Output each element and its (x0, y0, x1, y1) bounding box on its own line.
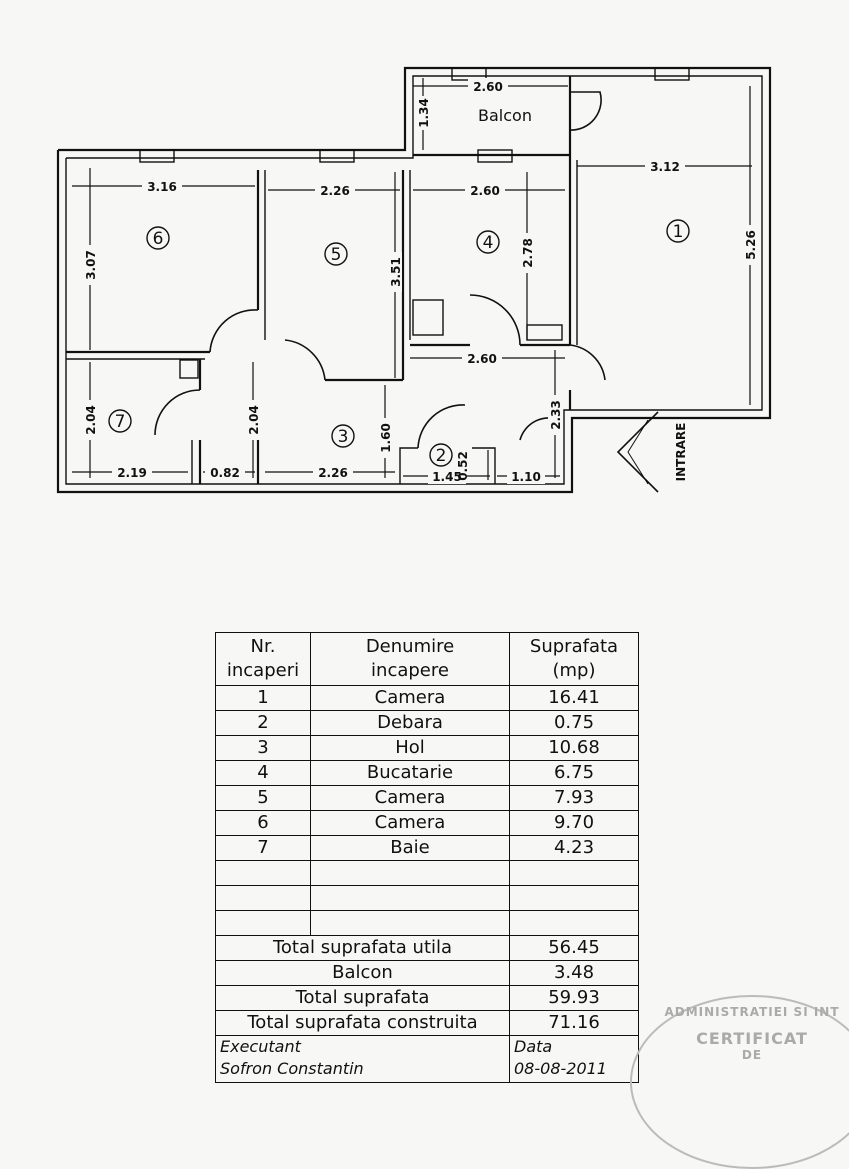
room-name-cell: Baie (310, 835, 510, 861)
dim-room7-height: 2.04 (84, 405, 98, 435)
dim-room6-width: 3.16 (147, 180, 177, 194)
outer-walls (56, 66, 772, 494)
executant-label: Executant (220, 1037, 301, 1056)
total-value: 71.16 (509, 1010, 639, 1036)
room-nr-cell: 2 (215, 710, 311, 736)
room-number-2: 2 (436, 446, 447, 466)
dim-hall-width-small: 0.82 (210, 466, 240, 480)
floor-plan: 2.60 1.34 3.12 5.26 3.16 3.07 2.26 3.51 … (56, 66, 772, 494)
table-row-empty (215, 860, 639, 886)
dim-hall-entry-width: 1.10 (511, 470, 541, 484)
dim-room5-length: 3.51 (389, 257, 403, 287)
inner-walls (66, 76, 578, 484)
dim-room5-width: 2.26 (320, 184, 350, 198)
total-label: Balcon (215, 960, 510, 986)
table-row-empty (215, 910, 639, 936)
dim-hall-depth: 1.60 (379, 423, 393, 453)
room-area-cell: 16.41 (509, 685, 639, 711)
room-area-cell: 0.75 (509, 710, 639, 736)
room-name-cell: Bucatarie (310, 760, 510, 786)
dim-balcony-depth: 1.34 (417, 98, 431, 128)
dim-room6-length: 3.07 (84, 250, 98, 280)
entrance-arrow-icon (616, 411, 659, 493)
entrance-label: INTRARE (674, 423, 688, 482)
room-name-cell: Debara (310, 710, 510, 736)
dim-storage-depth: 0.52 (456, 451, 470, 481)
date-cell: Data 08-08-2011 (509, 1035, 639, 1083)
dimension-labels: 2.60 1.34 3.12 5.26 3.16 3.07 2.26 3.51 … (83, 78, 758, 484)
total-value: 56.45 (509, 935, 639, 961)
date-value: 08-08-2011 (514, 1059, 607, 1078)
room-nr-cell: 7 (215, 835, 311, 861)
total-label: Total suprafata (215, 985, 510, 1011)
room-number-4: 4 (483, 233, 494, 253)
windows (139, 67, 690, 163)
room-number-5: 5 (331, 245, 342, 265)
room-area-cell: 4.23 (509, 835, 639, 861)
doors (154, 91, 606, 449)
total-value: 59.93 (509, 985, 639, 1011)
room-area-cell: 10.68 (509, 735, 639, 761)
total-label: Total suprafata construita (215, 1010, 510, 1036)
stamp-line-3: DE (741, 1048, 763, 1062)
header-nr: Nr.incaperi (215, 632, 311, 686)
dim-storage-width: 1.45 (432, 470, 462, 484)
stamp-line-1: ADMINISTRATIEI SI INT (664, 1005, 840, 1019)
room-numbers (108, 219, 690, 467)
room-nr-cell: 5 (215, 785, 311, 811)
room-name-cell: Camera (310, 810, 510, 836)
room-nr-cell: 6 (215, 810, 311, 836)
dim-room1-width: 3.12 (650, 160, 680, 174)
certification-stamp: ADMINISTRATIEI SI INT CERTIFICAT DE (630, 995, 849, 1169)
dim-hall-upper-width: 2.60 (467, 352, 497, 366)
total-value: 3.48 (509, 960, 639, 986)
dim-hall-width: 2.26 (318, 466, 348, 480)
room-number-7: 7 (115, 412, 126, 432)
room-name-cell: Camera (310, 785, 510, 811)
room-area-cell: 9.70 (509, 810, 639, 836)
room-name-cell: Hol (310, 735, 510, 761)
room-nr-cell: 4 (215, 760, 311, 786)
executant-name: Sofron Constantin (220, 1059, 364, 1078)
stamp-line-2: CERTIFICAT (696, 1029, 808, 1048)
room-nr-cell: 3 (215, 735, 311, 761)
room-number-3: 3 (338, 427, 349, 447)
room-area-cell: 6.75 (509, 760, 639, 786)
header-suprafata: Suprafata(mp) (509, 632, 639, 686)
balcony-label: Balcon (478, 106, 532, 125)
room-area-cell: 7.93 (509, 785, 639, 811)
dim-room1-length: 5.26 (744, 230, 758, 260)
total-label: Total suprafata utila (215, 935, 510, 961)
room-name-cell: Camera (310, 685, 510, 711)
dim-balcony-width: 2.60 (473, 80, 503, 94)
dim-room7-width: 2.19 (117, 466, 147, 480)
dim-room4-length: 2.78 (521, 238, 535, 268)
room-nr-cell: 1 (215, 685, 311, 711)
dim-hall-left-depth: 2.04 (247, 405, 261, 435)
table-row-empty (215, 885, 639, 911)
table-footer-row: Executant Sofron Constantin Data 08-08-2… (215, 1035, 639, 1083)
executant-cell: Executant Sofron Constantin (215, 1035, 510, 1083)
room-number-1: 1 (673, 222, 684, 242)
dim-hall-right-depth: 2.33 (549, 400, 563, 430)
date-label: Data (514, 1037, 553, 1056)
dim-room4-width: 2.60 (470, 184, 500, 198)
room-number-6: 6 (153, 229, 164, 249)
